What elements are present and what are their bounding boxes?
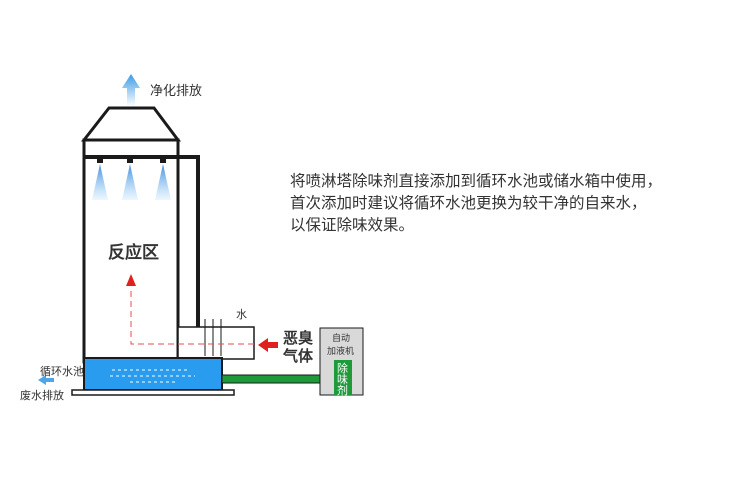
deodorant-char-3: 剂 — [337, 384, 348, 397]
description-line-2: 首次添加时建议将循环水池更换为较干净的自来水， — [290, 194, 647, 212]
dosing-pipe — [221, 374, 323, 384]
tower-base — [71, 389, 235, 396]
circulating-pool-label: 循环水池 — [40, 365, 84, 378]
auto-dosing-label-2: 加液机 — [327, 347, 355, 357]
spray-header — [84, 155, 200, 358]
description-text: 将喷淋塔除味剂直接添加到循环水池或储水箱中使用， 首次添加时建议将循环水池更换为… — [290, 170, 730, 236]
reaction-zone-label: 反应区 — [108, 243, 159, 263]
description-line-3: 以保证除味效果。 — [290, 216, 415, 234]
auto-dosing-label-1: 自动 — [332, 334, 351, 344]
deodorant-char-1: 除 — [337, 362, 348, 375]
gas-inlet-duct — [177, 319, 255, 360]
water-label: 水 — [236, 308, 247, 321]
odor-gas-label-1: 恶臭 — [283, 329, 314, 347]
circulating-water-pool — [83, 357, 223, 391]
pool-outlet-arrow — [38, 375, 54, 385]
purified-exhaust-label: 净化排放 — [150, 84, 203, 99]
description-line-1: 将喷淋塔除味剂直接添加到循环水池或储水箱中使用， — [290, 172, 663, 190]
deodorant-char-2: 味 — [337, 373, 348, 386]
spray-nozzles — [92, 164, 171, 200]
odor-gas-label-2: 气体 — [283, 347, 314, 365]
gas-flow-path — [126, 274, 254, 345]
water-ripples — [110, 369, 195, 383]
odor-gas-arrow — [258, 338, 278, 352]
exhaust-up-arrow — [122, 74, 140, 106]
tower-roof — [80, 106, 181, 142]
auto-dosing-machine — [319, 327, 364, 396]
wastewater-discharge-label: 废水排放 — [20, 389, 64, 402]
